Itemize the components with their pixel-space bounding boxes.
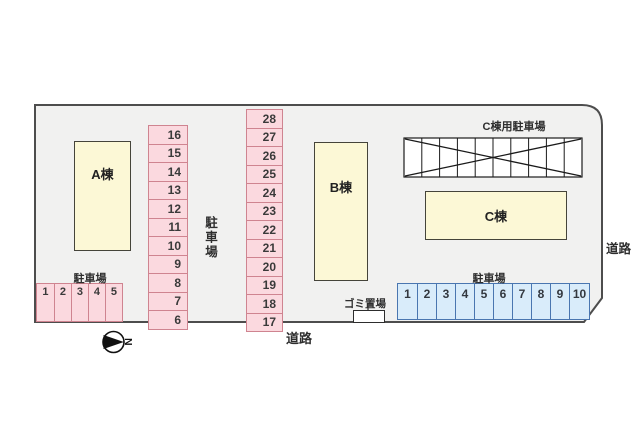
stall-column-b: 28 27 26 25 24 23 22 21 20 19 18 17 — [246, 109, 283, 332]
stall: 27 — [247, 127, 282, 147]
stall: 8 — [149, 273, 187, 292]
stall: 3 — [70, 284, 88, 321]
stall-column-a: 16 15 14 13 12 11 10 9 8 7 6 — [148, 125, 188, 330]
stall: 20 — [247, 257, 282, 276]
road-label-bottom: 道路 — [286, 331, 313, 346]
stall: 11 — [149, 217, 187, 237]
building-b-label: B棟 — [329, 180, 353, 195]
stall: 28 — [262, 111, 276, 126]
stall: 1 — [37, 284, 54, 321]
stall: 12 — [149, 199, 187, 218]
stall: 8 — [531, 284, 550, 319]
stall: 15 — [149, 143, 187, 163]
stall: 5 — [474, 284, 493, 319]
stall: 14 — [149, 162, 187, 181]
trash-area-box — [353, 310, 385, 323]
stall: 21 — [247, 238, 282, 258]
stall: 25 — [247, 164, 282, 184]
building-b: B棟 — [314, 142, 368, 281]
stall: 2 — [417, 284, 436, 319]
stall: 4 — [455, 284, 474, 319]
blue-lot-label: 駐車場 — [472, 273, 506, 285]
building-c-label: C棟 — [484, 209, 508, 224]
stall: 16 — [167, 127, 181, 142]
stall: 6 — [493, 284, 512, 319]
stall-row-left: 1 2 3 4 5 — [36, 283, 123, 322]
stall: 24 — [247, 183, 282, 202]
stall: 18 — [247, 294, 282, 313]
stall: 9 — [149, 254, 187, 274]
north-compass-icon: N — [102, 330, 134, 354]
stall-row-blue: 1 2 3 4 5 6 7 8 9 10 — [397, 283, 590, 320]
stall: 22 — [247, 220, 282, 239]
stall: 10 — [149, 236, 187, 255]
stall: 9 — [550, 284, 569, 319]
stall: 10 — [569, 284, 589, 319]
center-lot-label: 駐車場 — [203, 216, 217, 260]
building-a: A棟 — [74, 141, 131, 251]
stall: 13 — [149, 180, 187, 200]
building-a-label: A棟 — [91, 167, 114, 182]
stall: 23 — [247, 201, 282, 221]
stall: 7 — [512, 284, 531, 319]
stall: 26 — [247, 146, 282, 165]
stall: 17 — [247, 312, 282, 332]
stall: 3 — [436, 284, 455, 319]
c-lot-hatched-area — [403, 137, 583, 178]
stall: 5 — [104, 284, 122, 321]
stall: 2 — [53, 284, 71, 321]
stall: 7 — [149, 291, 187, 311]
stall: 6 — [149, 310, 187, 329]
stall: 4 — [87, 284, 105, 321]
compass-north-letter: N — [122, 338, 134, 346]
stall: 19 — [247, 275, 282, 295]
road-label-right: 道路 — [606, 242, 632, 256]
stall: 1 — [398, 284, 417, 319]
trash-area-label: ゴミ置場 — [344, 298, 386, 310]
building-c: C棟 — [425, 191, 567, 240]
left-lot-label: 駐車場 — [73, 273, 107, 285]
c-lot-title: C棟用駐車場 — [482, 121, 546, 133]
